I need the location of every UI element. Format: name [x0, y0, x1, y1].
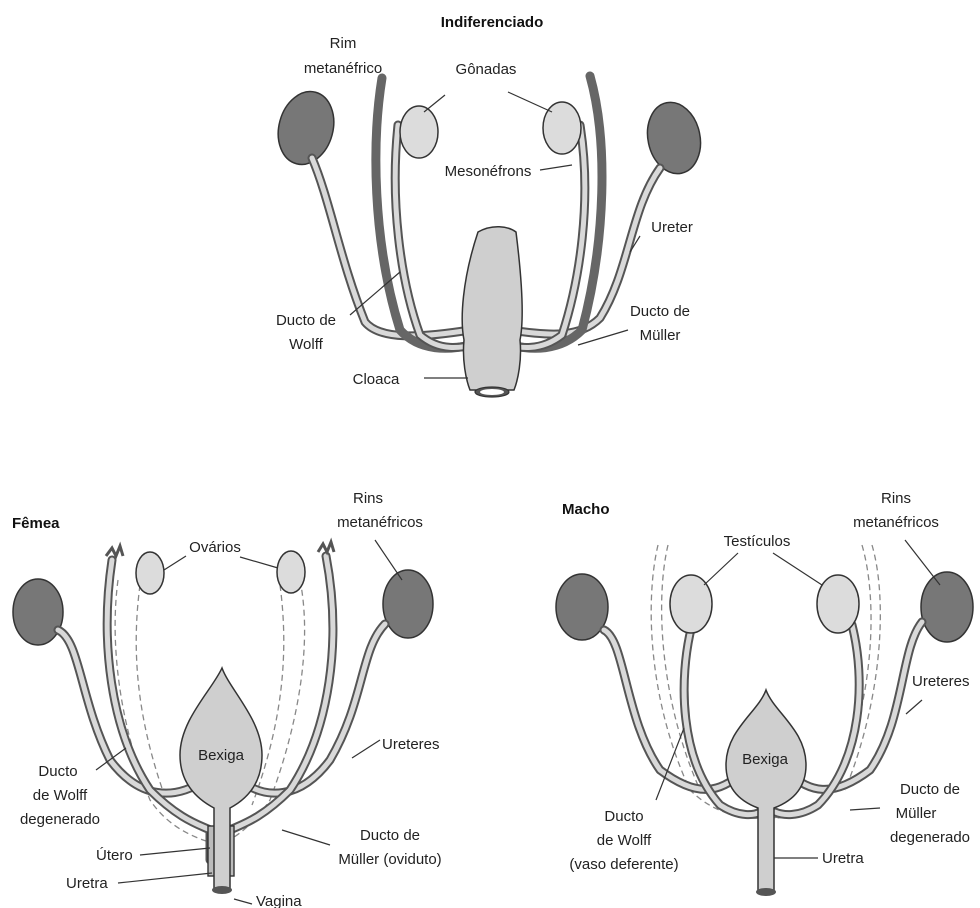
title-indiferenciado: Indiferenciado	[441, 14, 544, 31]
label-rins-femea-2: metanéfricos	[337, 514, 423, 531]
label-rins-macho-1: Rins	[881, 490, 911, 507]
ovario-left	[136, 552, 164, 594]
title-femea: Fêmea	[12, 515, 60, 532]
label-ureteres-femea: Ureteres	[382, 736, 440, 753]
label-rim: Rim	[330, 35, 357, 52]
label-ducto-muller-1: Ducto de	[630, 303, 690, 320]
label-wolff-femea-1: Ducto	[38, 763, 77, 780]
label-bexiga-femea: Bexiga	[198, 747, 245, 764]
testiculo-right	[817, 575, 859, 633]
label-ureter: Ureter	[651, 219, 693, 236]
ovario-right	[277, 551, 305, 593]
title-macho: Macho	[562, 501, 610, 518]
label-bexiga-macho: Bexiga	[742, 751, 789, 768]
label-ovarios: Ovários	[189, 539, 241, 556]
label-testiculos: Testículos	[724, 533, 791, 550]
label-ureteres-macho: Ureteres	[912, 673, 970, 690]
rim-metanefrico-left	[270, 85, 341, 170]
panel-macho: Macho Testículos Ri	[556, 490, 973, 896]
rim-femea-left	[13, 579, 63, 645]
label-gonadas: Gônadas	[456, 61, 517, 78]
label-wolff-macho-2: de Wolff	[597, 832, 652, 849]
panel-indiferenciado: Indiferenciado Rim metan	[270, 14, 707, 397]
label-ducto-wolff-1: Ducto de	[276, 312, 336, 329]
label-muller-macho-2: Müller	[896, 805, 937, 822]
label-metanefrico: metanéfrico	[304, 60, 382, 77]
gonada-right	[543, 102, 581, 154]
label-utero: Útero	[96, 847, 133, 864]
rim-metanefrico-right	[641, 97, 707, 178]
panel-femea: Fêmea	[12, 490, 442, 908]
label-mesonefrons: Mesonéfrons	[445, 163, 532, 180]
label-muller-macho-3: degenerado	[890, 829, 970, 846]
ureter-macho-left	[604, 630, 740, 789]
label-uretra-macho: Uretra	[822, 850, 864, 867]
label-muller-femea-1: Ducto de	[360, 827, 420, 844]
label-rins-femea-1: Rins	[353, 490, 383, 507]
label-rins-macho-2: metanéfricos	[853, 514, 939, 531]
label-wolff-macho-1: Ducto	[604, 808, 643, 825]
bexiga-femea	[180, 668, 262, 890]
rim-macho-right	[921, 572, 973, 642]
gonada-left	[400, 106, 438, 158]
label-cloaca: Cloaca	[353, 371, 400, 388]
ureter-femea-right	[240, 624, 385, 793]
label-ducto-wolff-2: Wolff	[289, 336, 323, 353]
label-ducto-muller-2: Müller	[640, 327, 681, 344]
label-wolff-macho-3: (vaso deferente)	[569, 856, 678, 873]
label-vagina: Vagina	[256, 893, 302, 908]
rim-femea-right	[383, 570, 433, 638]
bexiga-macho	[726, 690, 806, 892]
label-muller-macho-1: Ducto de	[900, 781, 960, 798]
cloaca	[462, 227, 522, 390]
label-wolff-femea-3: degenerado	[20, 811, 100, 828]
label-wolff-femea-2: de Wolff	[33, 787, 88, 804]
label-uretra-femea: Uretra	[66, 875, 108, 892]
label-muller-femea-2: Müller (oviduto)	[338, 851, 441, 868]
